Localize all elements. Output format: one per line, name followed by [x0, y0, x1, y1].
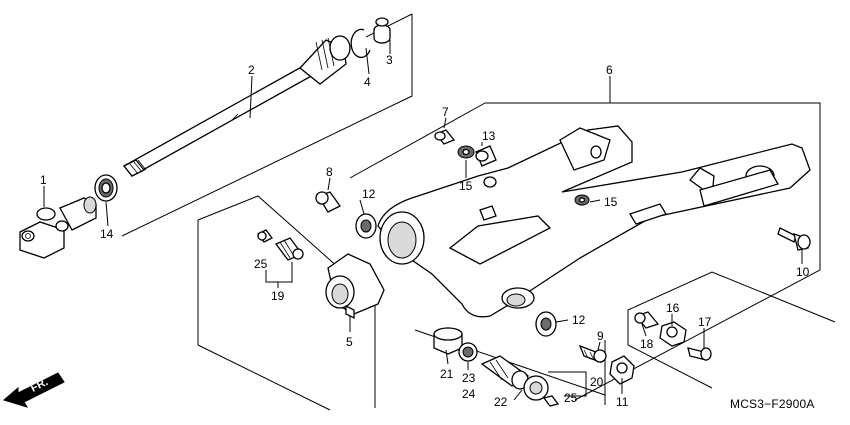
drive-shaft-part: [122, 35, 351, 177]
nut-part-right: [574, 194, 590, 206]
callout-24: 24: [462, 387, 476, 401]
callout-23: 23: [462, 371, 476, 385]
callout-21: 21: [440, 367, 454, 381]
collar-part: [475, 145, 497, 167]
callout-6: 6: [606, 63, 613, 77]
pivot-plug-part: [315, 191, 341, 213]
callout-17: 17: [698, 315, 712, 329]
flange-bolt-part: [777, 227, 811, 251]
bearing-part-upper: [355, 213, 377, 239]
front-arrow-icon: [2, 372, 65, 408]
callout-8: 8: [326, 165, 333, 179]
callout-19: 19: [271, 289, 285, 303]
pivot-bolt-part: [578, 344, 607, 364]
callout-4: 4: [364, 75, 371, 89]
callout-18: 18: [640, 337, 654, 351]
pivot-assy-left-part: [257, 229, 304, 261]
oil-seal-part: [94, 174, 118, 202]
circlip-part: [350, 28, 371, 59]
nut-part-upper: [457, 145, 475, 159]
diagram-code: MCS3−F2900A: [730, 397, 815, 411]
pivot-lower-group-part: [433, 327, 560, 407]
callout-12-lower: 12: [572, 313, 586, 327]
callout-10: 10: [796, 265, 810, 279]
universal-joint-part: [19, 196, 97, 259]
callout-labels: 1 2 3 4 5 6 7 8 9 10 11 12 12 13 14 15 1…: [40, 53, 810, 409]
callout-16: 16: [666, 301, 680, 315]
spring-part: [373, 17, 391, 44]
callout-1: 1: [40, 173, 47, 187]
pivot-boot-part: [325, 253, 385, 320]
callout-22: 22: [494, 395, 508, 409]
callout-7: 7: [442, 105, 449, 119]
callout-25-right: 25: [564, 391, 578, 405]
bearing-part-lower: [535, 311, 557, 337]
adjust-group-part: [634, 311, 712, 361]
callout-20: 20: [590, 375, 604, 389]
leader-lines: [43, 40, 803, 401]
callout-25-left: 25: [254, 257, 268, 271]
callout-11: 11: [616, 395, 629, 409]
callout-2: 2: [248, 63, 255, 77]
callout-3: 3: [386, 53, 393, 67]
dowel-pin-part: [434, 129, 456, 145]
callout-5: 5: [346, 335, 353, 349]
callout-9: 9: [597, 329, 604, 343]
callout-15-upper: 15: [459, 179, 473, 193]
callout-13: 13: [482, 129, 496, 143]
swingarm-part: [377, 125, 811, 318]
lock-nut-part: [609, 355, 635, 385]
callout-12-upper: 12: [362, 187, 376, 201]
callout-14: 14: [100, 227, 114, 241]
callout-15-right: 15: [604, 195, 618, 209]
